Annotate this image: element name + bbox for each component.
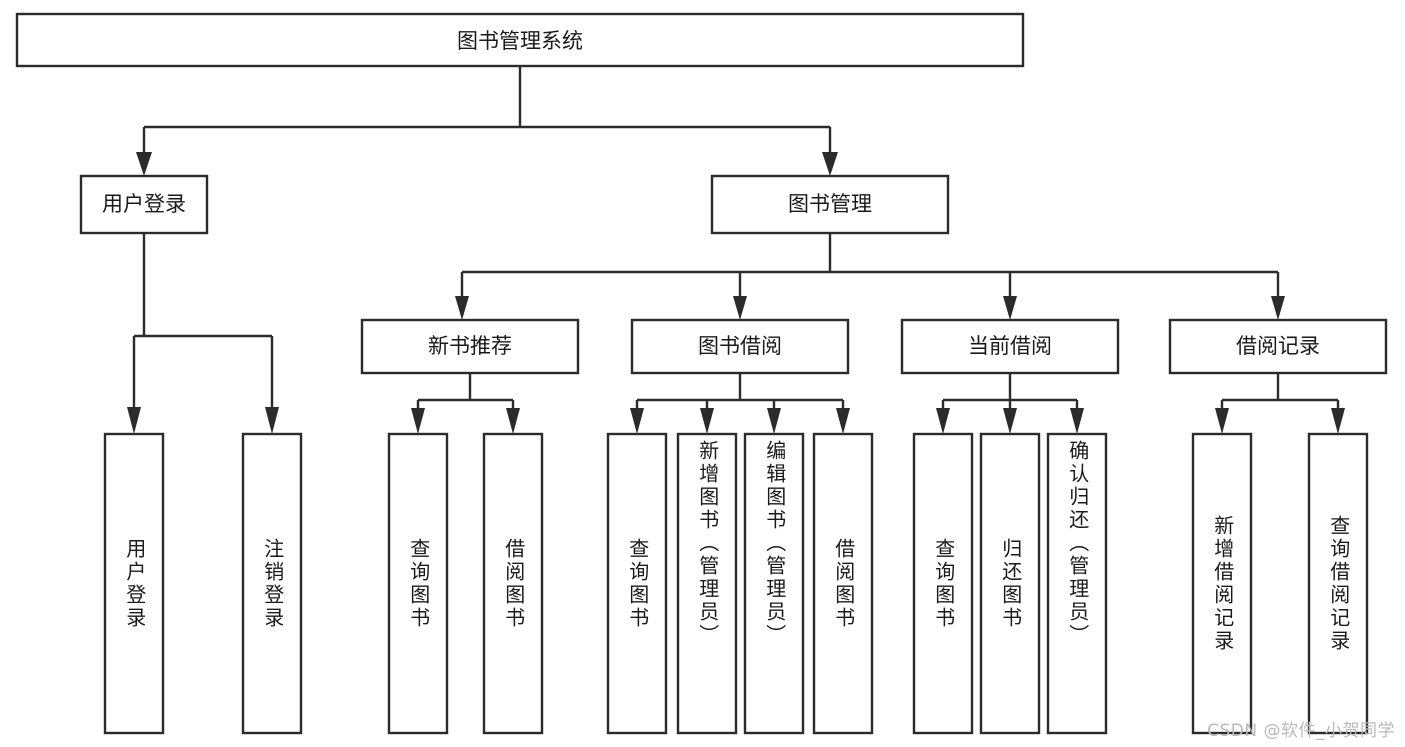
arrow-head-new-book-recommend (455, 296, 469, 320)
node-box-leaf-confirm-return[interactable] (1046, 432, 1108, 735)
node-label-new-book-recommend: 新书推荐 (428, 334, 512, 358)
node-box-leaf-return-book[interactable] (979, 432, 1041, 735)
node-box-leaf-query-book-1[interactable] (387, 432, 449, 735)
node-box-user-login[interactable] (79, 174, 209, 235)
node-box-leaf-borrow-book-2[interactable] (812, 432, 874, 735)
arrow-head-leaf-borrow-book-1 (506, 408, 520, 434)
arrow-head-leaf-query-book-3 (936, 408, 950, 434)
watermark-text: CSDN @软件_小贺同学 (1207, 721, 1395, 741)
node-box-root[interactable] (15, 12, 1025, 68)
node-label-current-borrow: 当前借阅 (968, 334, 1052, 358)
node-label-borrow-record: 借阅记录 (1236, 334, 1320, 358)
connectors (127, 66, 1345, 434)
node-box-leaf-user-login[interactable] (103, 432, 165, 735)
node-new-book-recommend[interactable]: 新书推荐 (360, 318, 580, 375)
node-box-leaf-query-book-3[interactable] (912, 432, 974, 735)
node-box-leaf-borrow-book-1[interactable] (482, 432, 544, 735)
node-box-current-borrow[interactable] (900, 318, 1120, 375)
node-box-book-manage[interactable] (710, 174, 950, 235)
node-book-manage[interactable]: 图书管理 (710, 174, 950, 235)
arrow-head-borrow-record (1271, 296, 1285, 320)
arrow-head-user-login (136, 152, 152, 176)
arrow-head-leaf-edit-book (767, 408, 781, 434)
node-box-leaf-query-book-2[interactable] (606, 432, 668, 735)
node-box-borrow-record[interactable] (1168, 318, 1388, 375)
arrow-head-leaf-query-book-1 (411, 408, 425, 434)
node-box-leaf-add-record[interactable] (1191, 432, 1253, 735)
arrow-head-book-manage (822, 152, 838, 176)
arrow-head-leaf-add-record (1215, 408, 1229, 434)
arrow-head-leaf-borrow-book-2 (836, 408, 850, 434)
node-label-book-borrow: 图书借阅 (698, 334, 782, 358)
node-book-management-system[interactable]: 图书管理系统 (15, 12, 1025, 68)
arrow-head-book-borrow (733, 296, 747, 320)
leaf-boxes (103, 432, 1369, 735)
arrow-head-leaf-add-book (700, 408, 714, 434)
node-box-leaf-query-record[interactable] (1307, 432, 1369, 735)
node-label-book-manage: 图书管理 (788, 192, 872, 216)
node-box-new-book-recommend[interactable] (360, 318, 580, 375)
arrow-head-current-borrow (1003, 296, 1017, 320)
node-user-login[interactable]: 用户登录 (79, 174, 209, 235)
arrow-head-leaf-logout (265, 407, 279, 434)
node-borrow-record[interactable]: 借阅记录 (1168, 318, 1388, 375)
node-label-root: 图书管理系统 (457, 29, 583, 53)
arrow-head-leaf-query-book-2 (630, 408, 644, 434)
arrow-head-leaf-query-record (1331, 408, 1345, 434)
node-box-leaf-edit-book[interactable] (743, 432, 805, 735)
node-box-leaf-logout[interactable] (241, 432, 303, 735)
node-label-user-login: 用户登录 (102, 192, 186, 216)
node-box-book-borrow[interactable] (630, 318, 850, 375)
arrow-head-leaf-user-login (127, 407, 141, 434)
arrow-head-leaf-return-book (1003, 408, 1017, 434)
node-current-borrow[interactable]: 当前借阅 (900, 318, 1120, 375)
arrow-head-leaf-confirm-return (1070, 408, 1084, 434)
node-book-borrow[interactable]: 图书借阅 (630, 318, 850, 375)
node-box-leaf-add-book[interactable] (676, 432, 738, 735)
